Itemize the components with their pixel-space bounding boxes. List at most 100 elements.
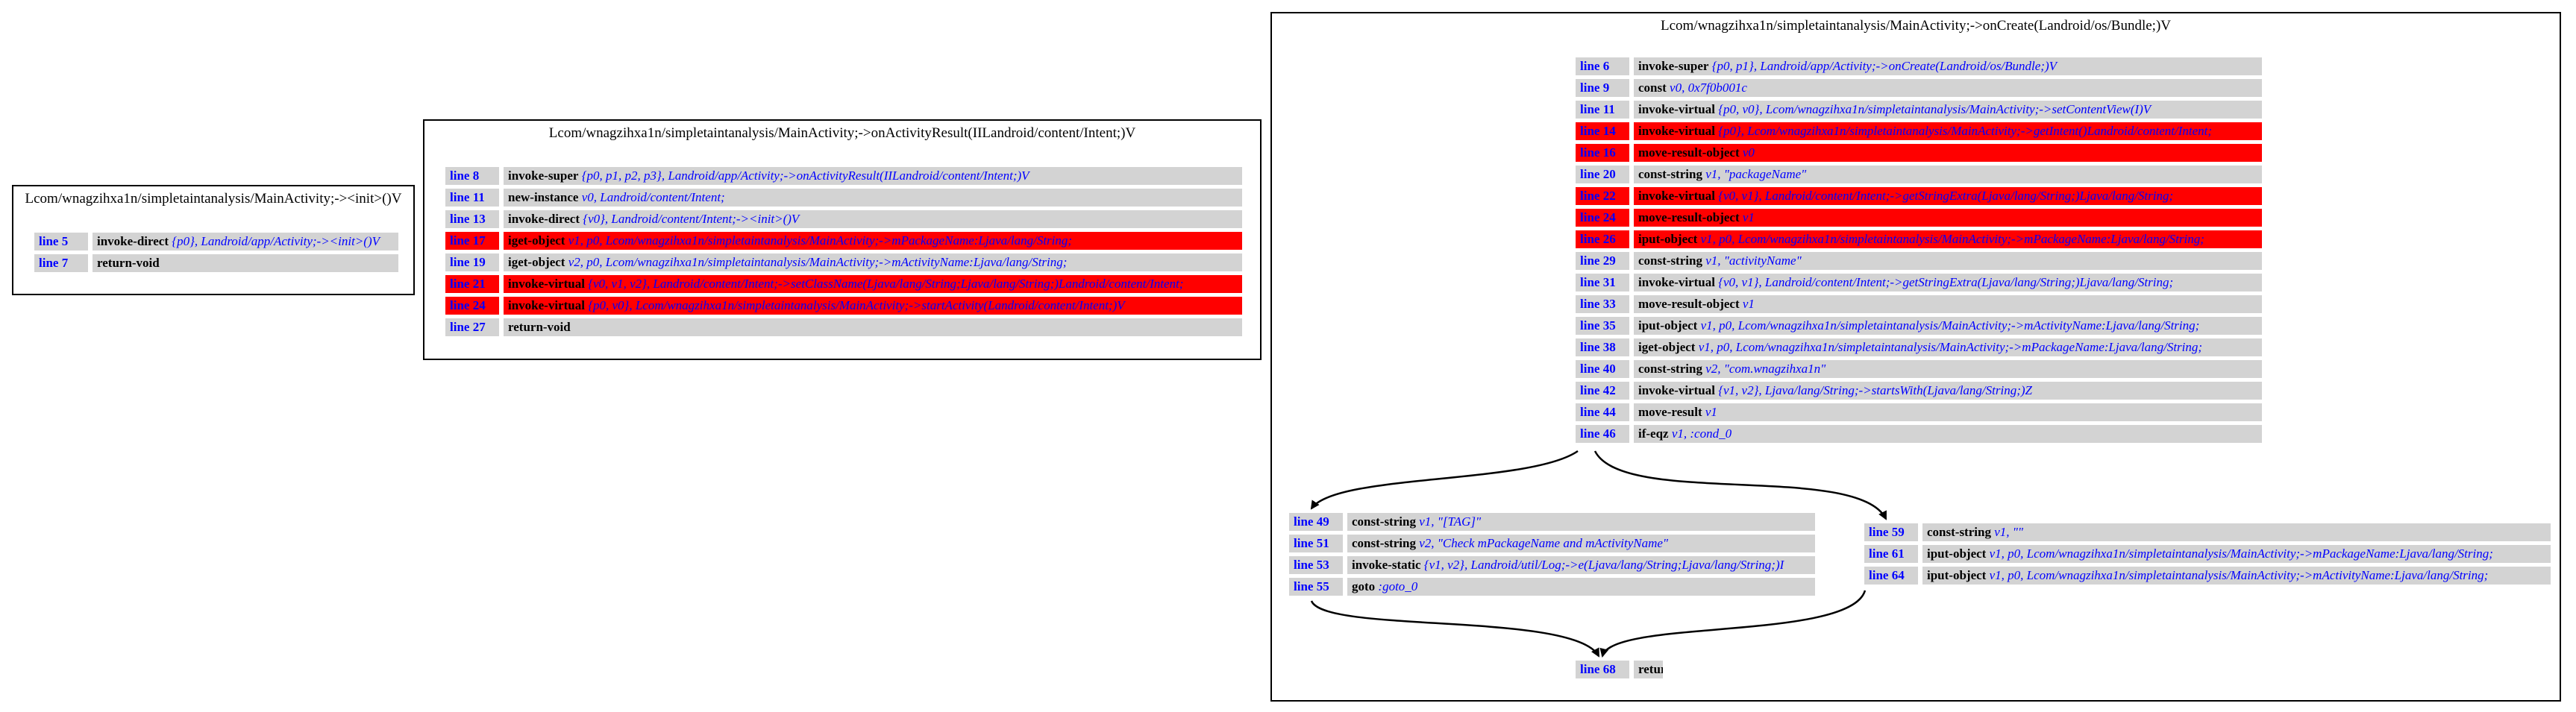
- operands: v0, 0x7f0b001c: [1670, 81, 1747, 95]
- edge-entry-to-false: [1593, 450, 1887, 520]
- instruction: invoke-virtual {p0}, Lcom/wnagzihxa1n/si…: [1634, 122, 2262, 140]
- line-number: line 49: [1289, 513, 1343, 531]
- line-number: line 19: [445, 253, 499, 271]
- instruction: const-string v1, "": [1922, 523, 2551, 541]
- edge-true-to-exit: [1310, 600, 1600, 658]
- operands: v0, Landroid/content/Intent;: [581, 190, 725, 204]
- cluster-onCreate: Lcom/wnagzihxa1n/simpletaintanalysis/Mai…: [1270, 12, 2561, 702]
- operands: {p0, p1}, Landroid/app/Activity;->onCrea…: [1711, 59, 2058, 73]
- opcode: iget-object: [508, 233, 565, 248]
- line-number: line 7: [34, 254, 88, 272]
- instruction: invoke-super {p0, p1, p2, p3}, Landroid/…: [504, 167, 1242, 185]
- instruction: goto :goto_0: [1347, 578, 1815, 596]
- opcode: new-instance: [508, 190, 579, 204]
- instruction: const-string v2, "com.wnagzihxa1n": [1634, 360, 2262, 378]
- instruction-row: line 7 return-void: [34, 254, 398, 272]
- opcode: const-string: [1927, 525, 1991, 539]
- operands: {v1, v2}, Landroid/util/Log;->e(Ljava/la…: [1423, 558, 1784, 572]
- operands: v0: [1742, 145, 1755, 160]
- basic-block: line 8 invoke-super {p0, p1, p2, p3}, Lan…: [445, 167, 1242, 340]
- operands: v2, "com.wnagzihxa1n": [1705, 362, 1826, 376]
- opcode: const-string: [1352, 514, 1416, 529]
- line-number: line 29: [1576, 252, 1629, 270]
- line-number: line 51: [1289, 535, 1343, 552]
- line-number: line 64: [1864, 567, 1918, 585]
- operands: {v0, v1, v2}, Landroid/content/Intent;->…: [588, 277, 1184, 291]
- instruction: move-result-object v1: [1634, 209, 2262, 227]
- line-number: line 22: [1576, 187, 1629, 205]
- instruction: invoke-super {p0, p1}, Landroid/app/Acti…: [1634, 57, 2262, 75]
- line-number: line 44: [1576, 403, 1629, 421]
- instruction: return-void: [504, 318, 1242, 336]
- line-number: line 46: [1576, 425, 1629, 443]
- opcode: invoke-virtual: [1638, 124, 1715, 138]
- instruction-row-tainted: line 22 invoke-virtual {v0, v1}, Landroid…: [1576, 187, 2262, 205]
- basic-block-exit: line 68return-void: [1576, 661, 1663, 682]
- operands: v1, :cond_0: [1671, 426, 1732, 441]
- line-number: line 55: [1289, 578, 1343, 596]
- operands: {v0, v1}, Landroid/content/Intent;->getS…: [1718, 275, 2174, 289]
- line-number: line 8: [445, 167, 499, 185]
- operands: v1, p0, Lcom/wnagzihxa1n/simpletaintanal…: [1700, 232, 2204, 246]
- operands: v1, "activityName": [1705, 253, 1802, 268]
- instruction: const-string v1, "[TAG]": [1347, 513, 1815, 531]
- cluster-onActivityResult: Lcom/wnagzihxa1n/simpletaintanalysis/Mai…: [423, 119, 1262, 360]
- opcode: move-result-object: [1638, 145, 1740, 160]
- instruction: return-void: [93, 254, 398, 272]
- instruction-row: line 8 invoke-super {p0, p1, p2, p3}, Lan…: [445, 167, 1242, 185]
- instruction: invoke-virtual {p0, v0}, Lcom/wnagzihxa1…: [504, 297, 1242, 315]
- operands: v1, "": [1994, 525, 2024, 539]
- operands: {p0}, Lcom/wnagzihxa1n/simpletaintanalys…: [1718, 124, 2213, 138]
- instruction-row: line 5 invoke-direct {p0}, Landroid/app/A…: [34, 233, 398, 251]
- operands: {v0, v1}, Landroid/content/Intent;->getS…: [1718, 189, 2174, 203]
- operands: v2, p0, Lcom/wnagzihxa1n/simpletaintanal…: [568, 255, 1068, 269]
- instruction: invoke-static {v1, v2}, Landroid/util/Lo…: [1347, 556, 1815, 574]
- line-number: line 11: [1576, 101, 1629, 119]
- cluster-title: Lcom/wnagzihxa1n/simpletaintanalysis/Mai…: [1660, 18, 2171, 34]
- opcode: return-void: [97, 256, 160, 270]
- opcode: invoke-virtual: [1638, 189, 1715, 203]
- line-number: line 20: [1576, 166, 1629, 183]
- opcode: move-result-object: [1638, 210, 1740, 224]
- opcode: return-void: [508, 320, 571, 334]
- line-number: line 5: [34, 233, 88, 251]
- line-number: line 42: [1576, 382, 1629, 400]
- operands: v1, p0, Lcom/wnagzihxa1n/simpletaintanal…: [1989, 568, 2489, 582]
- instruction: iput-object v1, p0, Lcom/wnagzihxa1n/sim…: [1922, 567, 2551, 585]
- instruction: invoke-virtual {v0, v1, v2}, Landroid/co…: [504, 275, 1242, 293]
- line-number: line 13: [445, 210, 499, 228]
- opcode: const-string: [1638, 167, 1702, 181]
- opcode: invoke-virtual: [508, 277, 585, 291]
- instruction: invoke-direct {p0}, Landroid/app/Activit…: [93, 233, 398, 251]
- line-number: line 16: [1576, 144, 1629, 162]
- operands: v1, p0, Lcom/wnagzihxa1n/simpletaintanal…: [1989, 546, 2493, 561]
- line-number: line 35: [1576, 317, 1629, 335]
- line-number: line 33: [1576, 295, 1629, 313]
- instruction: move-result-object v0: [1634, 144, 2262, 162]
- line-number: line 11: [445, 189, 499, 207]
- opcode: goto: [1352, 579, 1376, 593]
- opcode: invoke-super: [1638, 59, 1709, 73]
- opcode: iget-object: [508, 255, 565, 269]
- line-number: line 26: [1576, 230, 1629, 248]
- opcode: iget-object: [1638, 340, 1696, 354]
- line-number: line 68: [1576, 661, 1629, 678]
- instruction: iput-object v1, p0, Lcom/wnagzihxa1n/sim…: [1634, 317, 2262, 335]
- cluster-title: Lcom/wnagzihxa1n/simpletaintanalysis/Mai…: [25, 191, 402, 207]
- opcode: iput-object: [1927, 568, 1987, 582]
